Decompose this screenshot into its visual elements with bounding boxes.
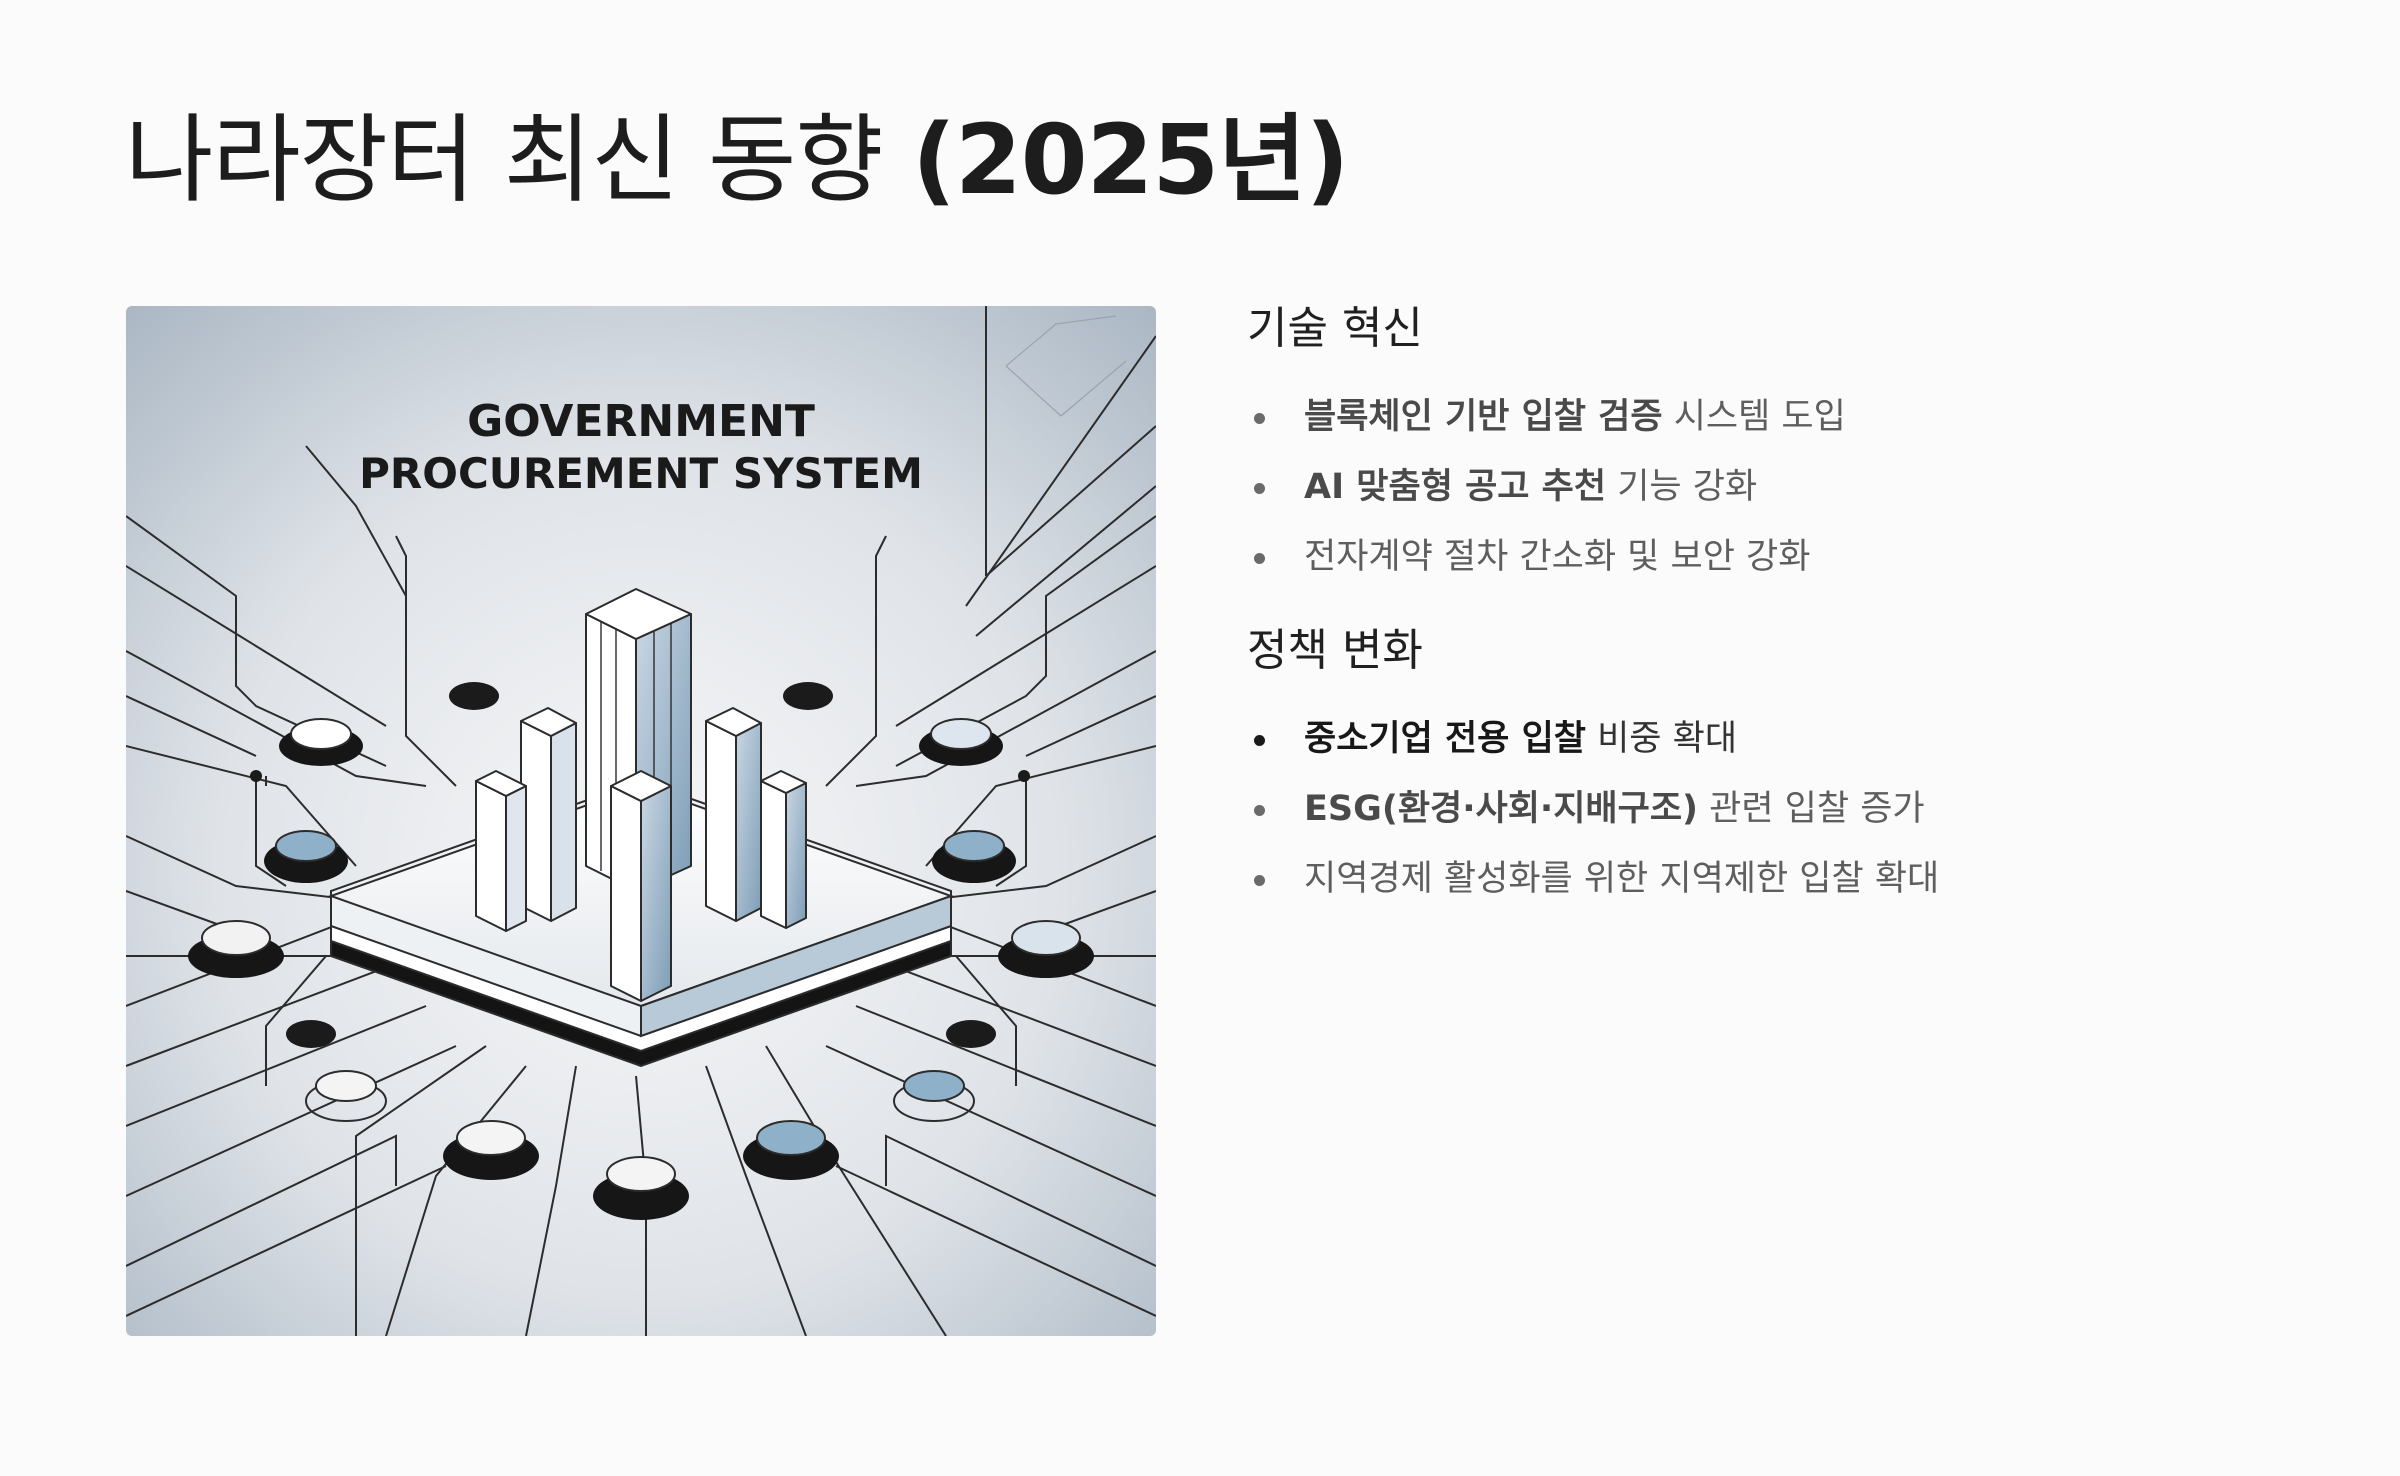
list-item-bold: 블록체인 기반 입찰 검증 <box>1304 397 1663 437</box>
list-item: ESG(환경·사회·지배구조) 관련 입찰 증가 <box>1247 774 2347 844</box>
list-item-bold: AI 맞춤형 공고 추천 <box>1304 467 1607 507</box>
node <box>264 830 348 883</box>
list-item: 중소기업 전용 입찰 비중 확대 <box>1247 704 2347 774</box>
list-item-bold: 중소기업 전용 입찰 <box>1304 719 1586 759</box>
illustration-title-line1: GOVERNMENT <box>467 396 815 447</box>
constellation-lines <box>1005 315 1127 417</box>
section-heading-policy: 정책 변화 <box>1247 625 1423 676</box>
title-year: (2025년) <box>912 104 1349 216</box>
bullet-list-tech: 블록체인 기반 입찰 검증 시스템 도입 AI 맞춤형 공고 추천 기능 강화 … <box>1247 382 2347 592</box>
content-column: 기술 혁신 블록체인 기반 입찰 검증 시스템 도입 AI 맞춤형 공고 추천 … <box>1247 298 2347 942</box>
list-item: 전자계약 절차 간소화 및 보안 강화 <box>1247 522 2347 592</box>
node <box>593 1156 689 1220</box>
list-item-text: 기능 강화 <box>1606 467 1758 507</box>
illustration-title-line2: PROCUREMENT SYSTEM <box>359 449 923 498</box>
bullet-list-policy: 중소기업 전용 입찰 비중 확대 ESG(환경·사회·지배구조) 관련 입찰 증… <box>1247 704 2347 914</box>
title-risers <box>265 535 887 787</box>
connector-dots <box>250 682 1030 1048</box>
node <box>743 1120 839 1180</box>
node <box>188 920 284 978</box>
section-heading-tech: 기술 혁신 <box>1247 303 1423 354</box>
node <box>932 830 1016 883</box>
procurement-illustration: GOVERNMENT PROCUREMENT SYSTEM <box>126 306 1156 1336</box>
list-item: 블록체인 기반 입찰 검증 시스템 도입 <box>1247 382 2347 452</box>
list-item: AI 맞춤형 공고 추천 기능 강화 <box>1247 452 2347 522</box>
list-item: 지역경제 활성화를 위한 지역제한 입찰 확대 <box>1247 844 2347 914</box>
list-item-text: 지역경제 활성화를 위한 지역제한 입찰 확대 <box>1304 859 1940 899</box>
network-lines-corner <box>965 306 1156 637</box>
node <box>919 718 1003 766</box>
page-title: 나라장터 최신 동향 (2025년) <box>125 100 1349 220</box>
node <box>443 1120 539 1180</box>
central-towers <box>475 588 807 1002</box>
circuit-lines-left <box>126 445 486 1317</box>
title-main: 나라장터 최신 동향 <box>125 104 913 216</box>
list-item-bold: ESG(환경·사회·지배구조) <box>1304 789 1699 829</box>
list-item-text: 시스템 도입 <box>1662 397 1846 437</box>
node <box>998 920 1094 978</box>
circuit-lines-right <box>796 515 1156 1317</box>
list-item-text: 비중 확대 <box>1585 719 1738 759</box>
node <box>305 1070 387 1122</box>
list-item-text: 전자계약 절차 간소화 및 보안 강화 <box>1304 537 1811 577</box>
node <box>279 718 363 766</box>
node <box>893 1070 975 1122</box>
list-item-text: 관련 입찰 증가 <box>1698 789 1925 829</box>
